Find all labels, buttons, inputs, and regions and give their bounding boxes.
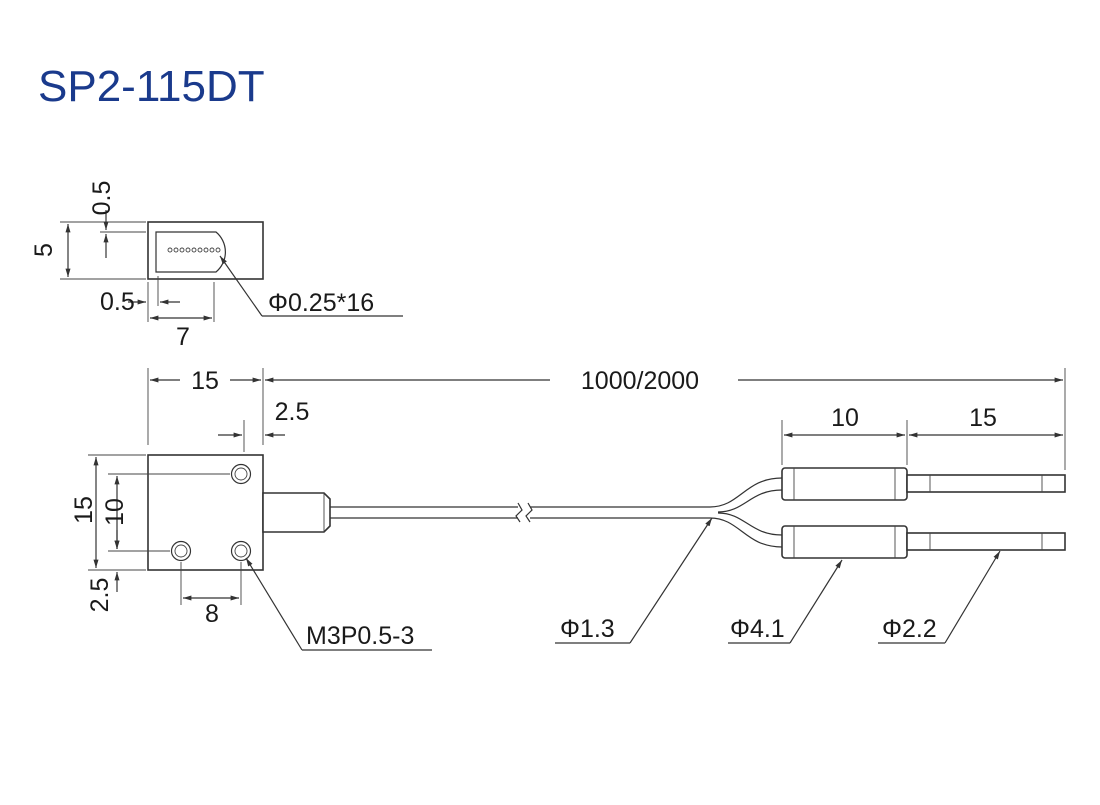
break-mark-right bbox=[525, 502, 533, 523]
cable-boot bbox=[262, 492, 331, 533]
upper-sleeve bbox=[781, 467, 908, 501]
split-upper-outer bbox=[709, 477, 783, 508]
fiber-holes bbox=[167, 247, 221, 253]
lower-sleeve bbox=[781, 525, 908, 559]
lower-tip bbox=[906, 532, 1066, 551]
front-offset-top-label: 0.5 bbox=[88, 181, 116, 216]
screw-callout: M3P0.5-3 bbox=[306, 622, 414, 650]
hole-pitch-h-label: 8 bbox=[205, 600, 219, 628]
cable-dia-label: Φ1.3 bbox=[560, 615, 615, 643]
front-height-label: 5 bbox=[30, 243, 58, 257]
front-width-label: 7 bbox=[176, 323, 190, 351]
head-length-label: 15 bbox=[191, 367, 219, 395]
side-view: 15 1000/2000 2.5 10 15 15 10 2.5 8 bbox=[70, 367, 1066, 651]
screw-holes bbox=[170, 463, 252, 562]
product-title: SP2-115DT bbox=[38, 62, 265, 111]
cable-length-label: 1000/2000 bbox=[581, 367, 699, 395]
front-offset-left-label: 0.5 bbox=[100, 288, 135, 316]
fiber-window bbox=[155, 231, 226, 273]
sleeve-length-label: 10 bbox=[831, 404, 859, 432]
split-lower-outer bbox=[709, 517, 783, 548]
body-height-label: 15 bbox=[70, 496, 98, 524]
upper-tip bbox=[906, 474, 1066, 493]
tip-length-label: 15 bbox=[969, 404, 997, 432]
break-mark-left bbox=[515, 502, 523, 523]
hole-pitch-v-label: 10 bbox=[101, 498, 129, 526]
hole-offset-bottom-label: 2.5 bbox=[86, 578, 114, 613]
head-body bbox=[147, 454, 264, 571]
front-view: 5 0.5 0.5 7 Φ0.25*16 bbox=[30, 181, 403, 351]
sleeve-dia-label: Φ4.1 bbox=[730, 615, 785, 643]
front-face-outline bbox=[147, 221, 264, 280]
fiber-callout: Φ0.25*16 bbox=[268, 289, 374, 317]
tip-dia-label: Φ2.2 bbox=[882, 615, 937, 643]
step-label: 2.5 bbox=[275, 398, 310, 426]
